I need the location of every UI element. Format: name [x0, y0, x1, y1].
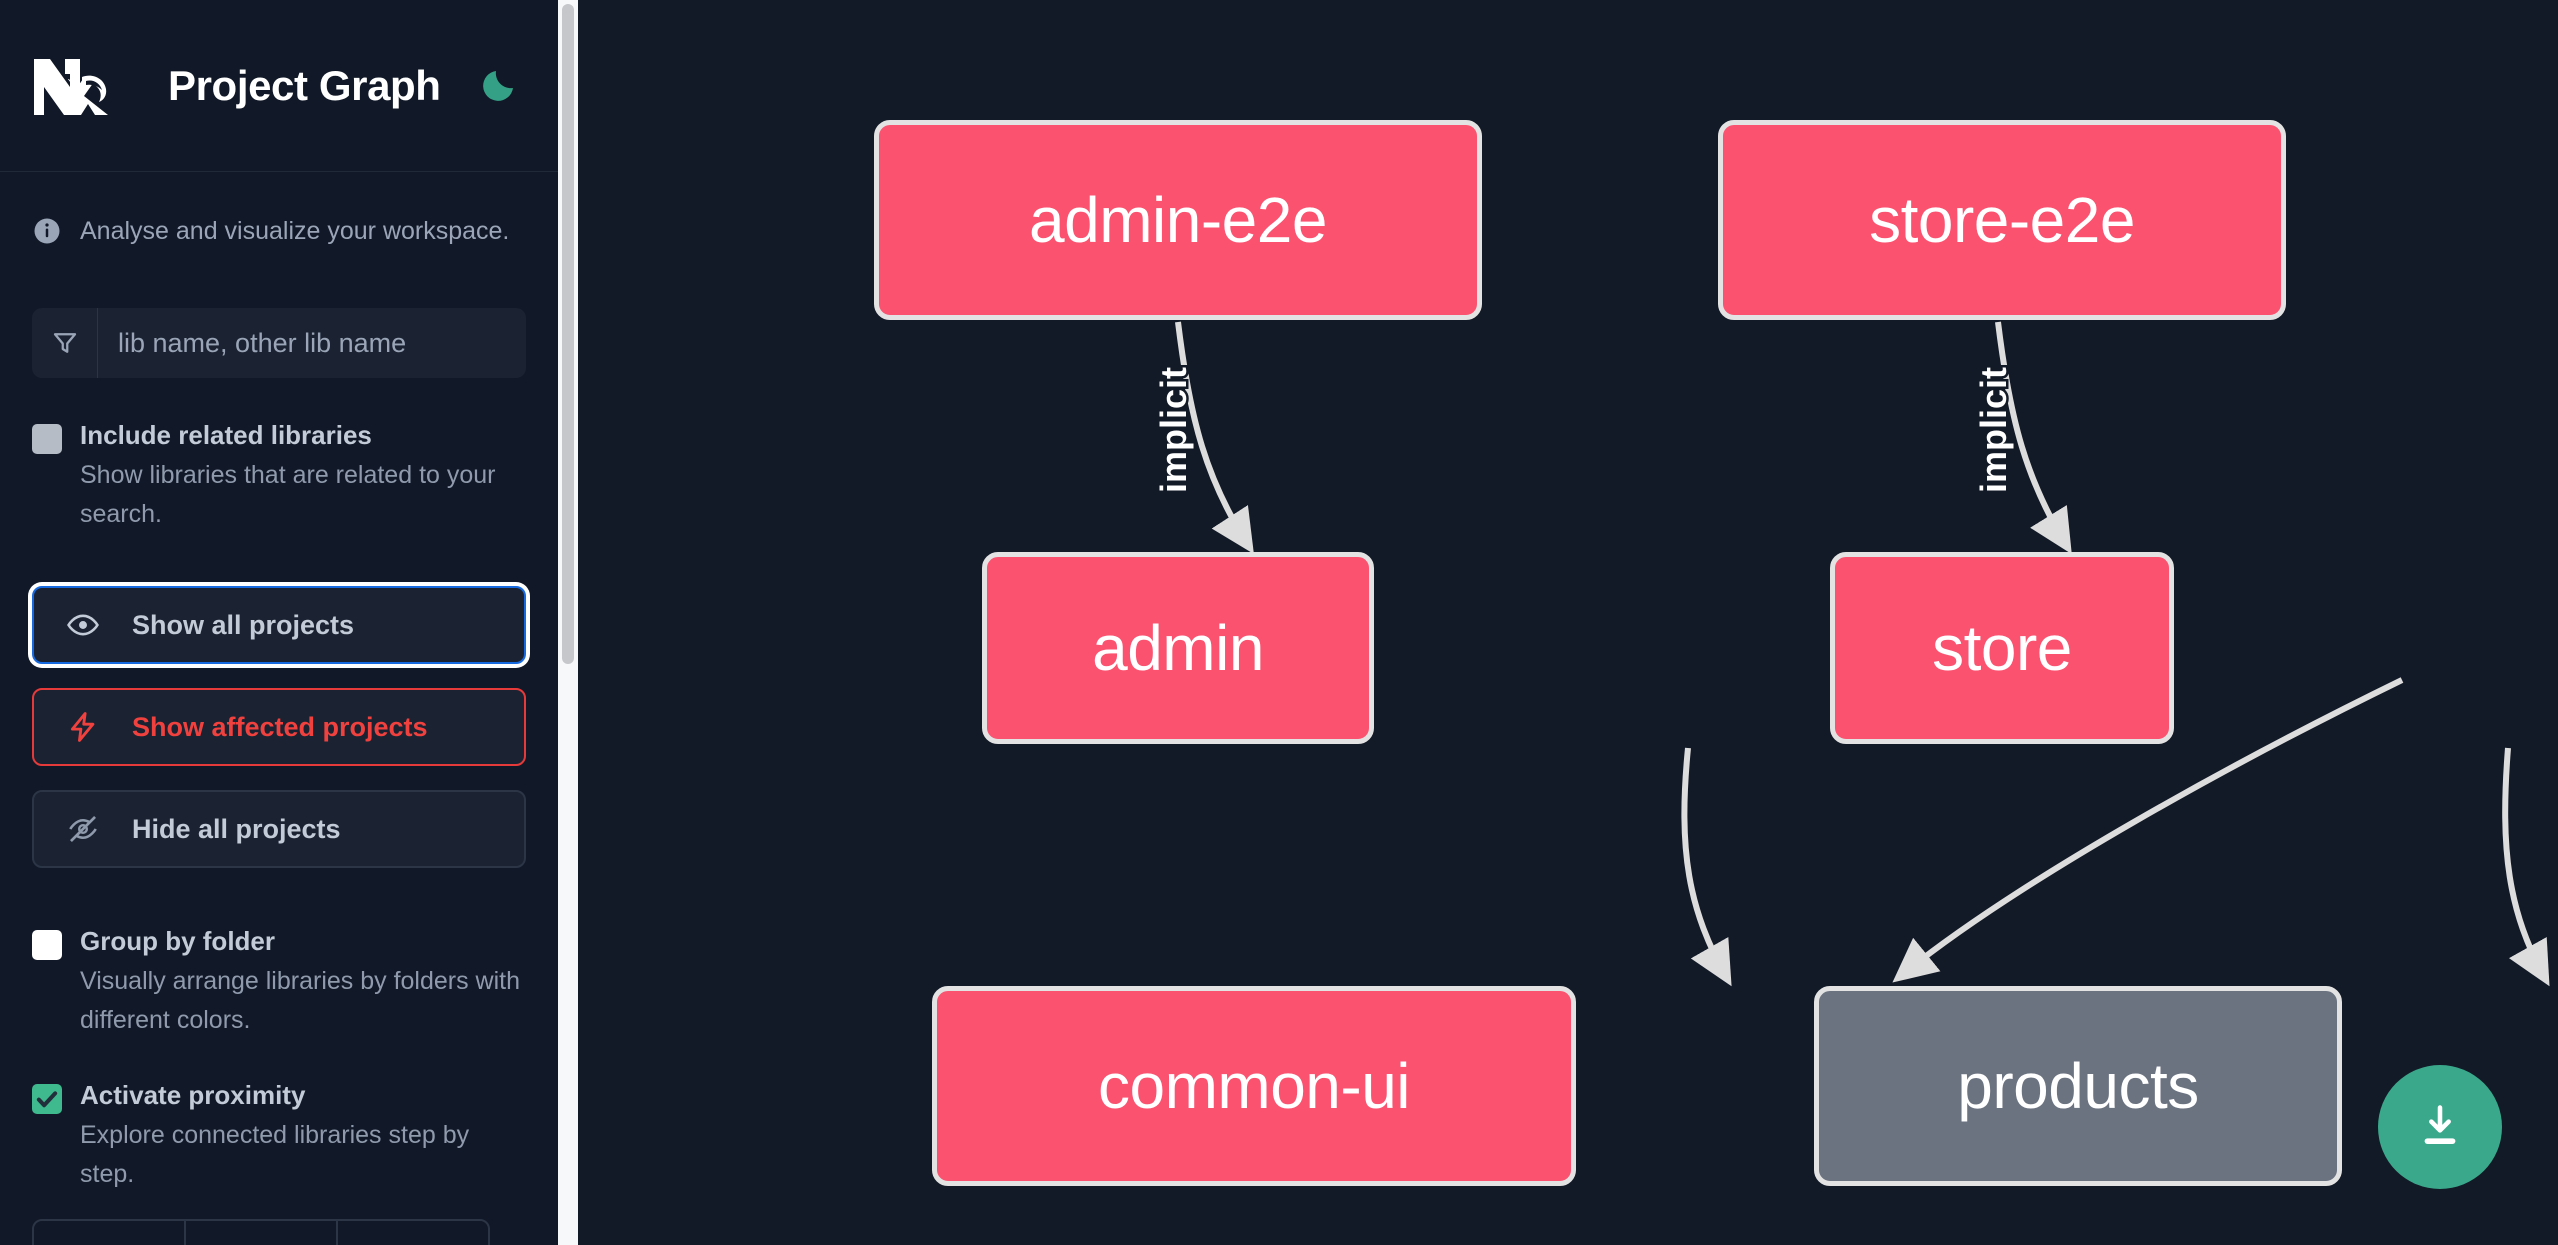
info-icon — [32, 216, 62, 246]
button-label: Show all projects — [132, 609, 355, 640]
graph-node-common-ui[interactable]: common-ui — [932, 986, 1576, 1186]
eye-slash-icon — [62, 808, 104, 850]
option-label: Activate proximity — [80, 1080, 306, 1110]
sidebar-content: Project Graph Analyse and visualize your… — [0, 0, 558, 1245]
button-label: Show affected projects — [132, 711, 428, 742]
segment-2[interactable] — [186, 1221, 338, 1245]
search-bar[interactable] — [32, 308, 526, 378]
option-activate-proximity[interactable]: Activate proximity Explore connected lib… — [0, 1078, 558, 1194]
checkbox-include-related-libraries[interactable] — [32, 424, 62, 454]
node-label: common-ui — [1097, 1050, 1411, 1122]
svg-text:implicit: implicit — [1153, 367, 1194, 493]
edge-store-products — [2502, 747, 2550, 987]
edge-label-implicit-admin: implicit — [1151, 364, 1197, 495]
search-input[interactable] — [98, 308, 526, 378]
node-label: store-e2e — [1869, 184, 2135, 256]
project-visibility-buttons: Show all projects Show affected projects — [32, 586, 526, 868]
sidebar-scrollbar[interactable] — [558, 0, 578, 1245]
tagline-text: Analyse and visualize your workspace. — [80, 216, 510, 245]
edge-admin-common-ui — [1681, 747, 1732, 987]
graph-node-products[interactable]: products — [1814, 986, 2342, 1186]
download-graph-button[interactable] — [2378, 1065, 2502, 1189]
node-label: admin-e2e — [1029, 184, 1327, 256]
segmented-control[interactable] — [32, 1219, 490, 1245]
option-label: Group by folder — [80, 926, 275, 956]
edge-store-e2e-store — [1995, 321, 2072, 555]
graph-node-admin-e2e[interactable]: admin-e2e — [874, 120, 1482, 320]
graph-node-store[interactable]: store — [1830, 552, 2174, 744]
sidebar-tagline: Analyse and visualize your workspace. — [0, 172, 558, 246]
checkbox-activate-proximity[interactable] — [32, 1084, 62, 1114]
button-label: Hide all projects — [132, 813, 341, 844]
segment-1[interactable] — [34, 1221, 186, 1245]
graph-canvas[interactable]: implicit implicit admin-e2e store-e2e ad… — [578, 0, 2558, 1245]
download-icon — [2414, 1100, 2466, 1155]
sidebar-header: Project Graph — [0, 0, 558, 172]
sidebar-scrollbar-thumb[interactable] — [562, 4, 574, 664]
segment-3[interactable] — [338, 1221, 488, 1245]
node-label: store — [1932, 612, 2072, 684]
nx-logo-icon — [32, 55, 124, 117]
graph-node-admin[interactable]: admin — [982, 552, 1374, 744]
option-label: Include related libraries — [80, 420, 372, 450]
lightning-bolt-icon — [62, 706, 104, 748]
graph-edges: implicit implicit — [1151, 321, 2550, 987]
option-description: Visually arrange libraries by folders wi… — [80, 967, 521, 1034]
page-title: Project Graph — [168, 61, 441, 109]
show-affected-projects-button[interactable]: Show affected projects — [32, 688, 526, 766]
option-description: Explore connected libraries step by step… — [80, 1121, 470, 1188]
moon-icon[interactable] — [475, 63, 521, 109]
svg-text:implicit: implicit — [1973, 367, 2014, 493]
node-label: admin — [1092, 612, 1264, 684]
node-label: products — [1957, 1050, 2199, 1122]
eye-icon — [62, 604, 104, 646]
option-description: Show libraries that are related to your … — [80, 461, 496, 528]
option-include-related-libraries[interactable]: Include related libraries Show libraries… — [0, 418, 558, 534]
option-group-by-folder[interactable]: Group by folder Visually arrange librari… — [0, 924, 558, 1040]
hide-all-projects-button[interactable]: Hide all projects — [32, 790, 526, 868]
edge-label-implicit-store: implicit — [1971, 364, 2017, 495]
checkbox-group-by-folder[interactable] — [32, 930, 62, 960]
filter-funnel-icon — [32, 308, 98, 378]
show-all-projects-button[interactable]: Show all projects — [32, 586, 526, 664]
edge-admin-e2e-admin — [1175, 321, 1254, 555]
graph-node-store-e2e[interactable]: store-e2e — [1718, 120, 2286, 320]
sidebar: Project Graph Analyse and visualize your… — [0, 0, 578, 1245]
edge-store-common-ui — [1892, 677, 2404, 983]
